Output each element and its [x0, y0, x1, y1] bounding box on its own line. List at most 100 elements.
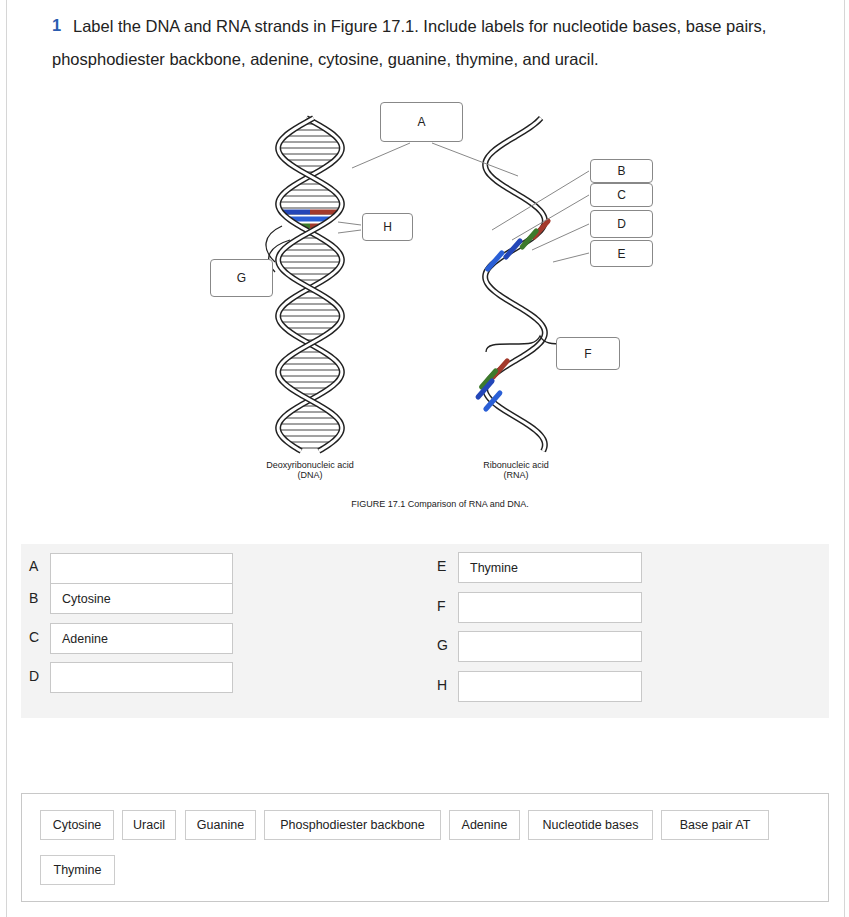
box-text: Thymine [54, 863, 102, 877]
base-rung [283, 382, 337, 383]
answer-panel [21, 544, 829, 718]
base-rung [281, 436, 339, 437]
label-box: D [590, 210, 653, 238]
brackets [266, 226, 578, 358]
box-text: Uracil [133, 818, 165, 832]
base-rung [280, 322, 340, 323]
box-text: Adenine [62, 632, 108, 646]
base-rung [278, 148, 342, 149]
box-text: Guanine [197, 818, 244, 832]
helix-drawing [278, 118, 548, 451]
word-chip: Base pair AT [661, 810, 769, 840]
row-letter: C [29, 629, 39, 645]
row-letter: G [437, 637, 448, 653]
word-chip: Phosphodiester backbone [264, 810, 441, 840]
question-number: 1 [52, 14, 61, 36]
box-text: A [417, 115, 425, 129]
base-rung [290, 412, 330, 413]
word-chip: Adenine [449, 810, 520, 840]
rna-base [506, 241, 520, 257]
word-chip: Uracil [122, 810, 176, 840]
word-chip: Thymine [40, 855, 115, 885]
box-text: Adenine [462, 818, 508, 832]
base-rung [290, 388, 330, 389]
dna-backbone [278, 118, 342, 451]
base-rung [279, 256, 341, 257]
label-box: H [362, 213, 413, 241]
word-chip: Guanine [185, 810, 256, 840]
base-rung [285, 328, 335, 329]
label-box: A [380, 102, 463, 142]
row-letter: E [437, 558, 446, 574]
box-text: E [617, 247, 625, 261]
base-rung [287, 442, 332, 443]
base-rung [278, 430, 342, 431]
row-letter: H [437, 677, 447, 693]
strand-label: Ribonucleic acid (RNA) [476, 460, 556, 480]
box-text: Phosphodiester backbone [280, 818, 425, 832]
dna-backbone [278, 118, 342, 451]
row-letter: F [437, 598, 446, 614]
answer-box: Cytosine [50, 583, 233, 614]
base-rung [285, 304, 335, 305]
label-box: E [590, 240, 653, 267]
answer-box: Thymine [458, 552, 642, 583]
figure-caption: FIGURE 17.1 Comparison of RNA and DNA. [300, 499, 580, 509]
rna-base [478, 381, 492, 397]
base-rung [279, 208, 341, 209]
label-box: G [210, 259, 273, 297]
base-rung [281, 196, 339, 197]
rna-backbone [485, 118, 545, 451]
page-frame [7, 0, 845, 917]
rna-base [522, 231, 536, 247]
label-box: B [590, 159, 653, 183]
base-rung [281, 364, 339, 365]
base-rung [287, 190, 332, 191]
base-rung [279, 376, 341, 377]
base-rung [283, 250, 337, 251]
answer-box: Adenine [50, 623, 233, 654]
rna-base [488, 253, 502, 269]
box-text: G [237, 271, 246, 285]
dna-backbone [278, 118, 342, 451]
label-box: F [556, 337, 620, 370]
box-text: Cytosine [62, 592, 111, 606]
word-chip: Nucleotide bases [528, 810, 653, 840]
base-rung [287, 358, 332, 359]
strand-label: Deoxyribonucleic acid (DNA) [260, 460, 360, 480]
base-rung [285, 160, 335, 161]
rna-backbone [485, 118, 545, 451]
box-text: D [617, 217, 626, 231]
box-text: Base pair AT [680, 818, 751, 832]
base-rung [278, 316, 342, 317]
dna-backbone [278, 118, 342, 451]
base-rung [279, 424, 341, 425]
base-rung [285, 136, 335, 137]
box-text: Nucleotide bases [543, 818, 639, 832]
rna-base [486, 393, 500, 409]
box-text: F [584, 347, 591, 361]
box-text: B [617, 164, 625, 178]
base-rung [278, 262, 342, 263]
base-rung [280, 154, 340, 155]
box-text: Cytosine [53, 818, 102, 832]
word-bank-panel [22, 794, 829, 902]
base-rung [280, 142, 340, 143]
base-rung [290, 244, 330, 245]
base-rung [278, 202, 342, 203]
base-rung [278, 370, 342, 371]
word-chip: Cytosine [40, 810, 114, 840]
base-rung [280, 310, 340, 311]
leader-lines [338, 143, 589, 262]
box-text: H [383, 220, 392, 234]
base-rung [283, 418, 337, 419]
base-rung [287, 274, 332, 275]
label-box: C [590, 183, 653, 207]
row-letter: A [29, 558, 38, 574]
box-text: C [617, 188, 626, 202]
base-rung [281, 268, 339, 269]
box-text: Thymine [470, 561, 518, 575]
row-letter: B [29, 590, 38, 606]
row-letter: D [29, 668, 39, 684]
question-title: Label the DNA and RNA strands in Figure … [52, 10, 797, 76]
